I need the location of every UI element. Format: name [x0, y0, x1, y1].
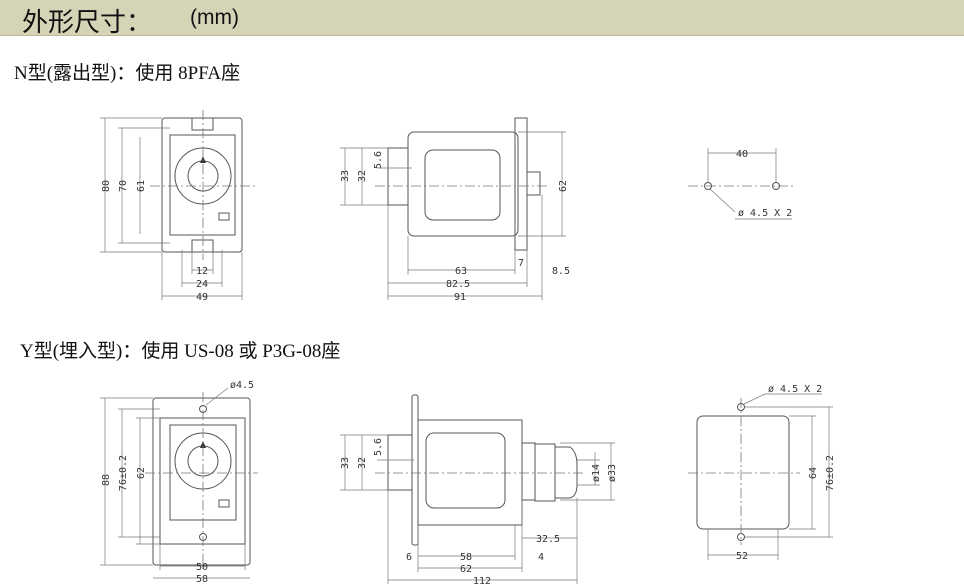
dim-76: 76±0.2	[825, 455, 836, 491]
hole-label: ø4.5	[230, 380, 254, 391]
dim-dia14: ø14	[591, 464, 602, 482]
dim-33: 33	[340, 457, 351, 469]
dim-40: 40	[736, 149, 748, 160]
dim-62: 62	[136, 467, 147, 479]
header-unit: (mm)	[190, 6, 239, 29]
dim-dia33: ø33	[607, 464, 618, 482]
y-panel-cutout: ø 4.5 X 2 64 76±0.2 52	[688, 384, 836, 562]
dim-33: 33	[340, 170, 351, 182]
dim-50: 50	[196, 562, 208, 573]
dim-63: 63	[455, 266, 467, 277]
dim-88: 88	[101, 474, 112, 486]
dim-6: 6	[406, 552, 412, 563]
dim-76: 76±0.2	[118, 455, 129, 491]
dim-62: 62	[558, 180, 569, 192]
dim-91: 91	[454, 292, 466, 303]
dim-62: 62	[460, 564, 472, 575]
n-front-view: 80 70 61 12 24 49	[100, 110, 255, 303]
hole-label: ø 4.5 X 2	[738, 208, 792, 219]
dim-12: 12	[196, 266, 208, 277]
section-header: 外形尺寸： (mm)	[0, 0, 964, 38]
dim-32: 32	[357, 457, 368, 469]
n-side-view: 33 32 5.6 62 63 7 8.5 82.5 91	[340, 117, 570, 303]
dim-64: 64	[808, 467, 819, 479]
dim-82-5: 82.5	[446, 279, 470, 290]
dim-4: 4	[538, 552, 544, 563]
dim-112: 112	[473, 576, 491, 586]
n-panel-cutout: 40 ø 4.5 X 2	[688, 148, 795, 220]
dim-7: 7	[518, 258, 524, 269]
dim-5-6: 5.6	[373, 151, 384, 169]
dim-24: 24	[196, 279, 208, 290]
dim-5-6: 5.6	[373, 438, 384, 456]
y-front-view: ø4.5 88 76±0.2 62 50 58	[100, 380, 258, 585]
dim-61: 61	[136, 180, 147, 192]
dim-58: 58	[196, 574, 208, 585]
y-type-title: Y型(埋入型)：使用 US-08 或 P3G-08座	[20, 341, 341, 362]
hole-label: ø 4.5 X 2	[768, 384, 822, 395]
n-type-title: N型(露出型)：使用 8PFA座	[14, 63, 241, 84]
dim-70: 70	[118, 180, 129, 192]
header-title: 外形尺寸：	[22, 8, 153, 38]
dim-58: 58	[460, 552, 472, 563]
dim-8-5: 8.5	[552, 266, 570, 277]
dim-32: 32	[357, 170, 368, 182]
dim-49: 49	[196, 292, 208, 303]
dim-52: 52	[736, 551, 748, 562]
dim-80: 80	[101, 180, 112, 192]
y-side-view: 33 32 5.6 ø14 ø33 32.5 6 58 4 62 112	[340, 394, 618, 586]
dim-32-5: 32.5	[536, 534, 560, 545]
